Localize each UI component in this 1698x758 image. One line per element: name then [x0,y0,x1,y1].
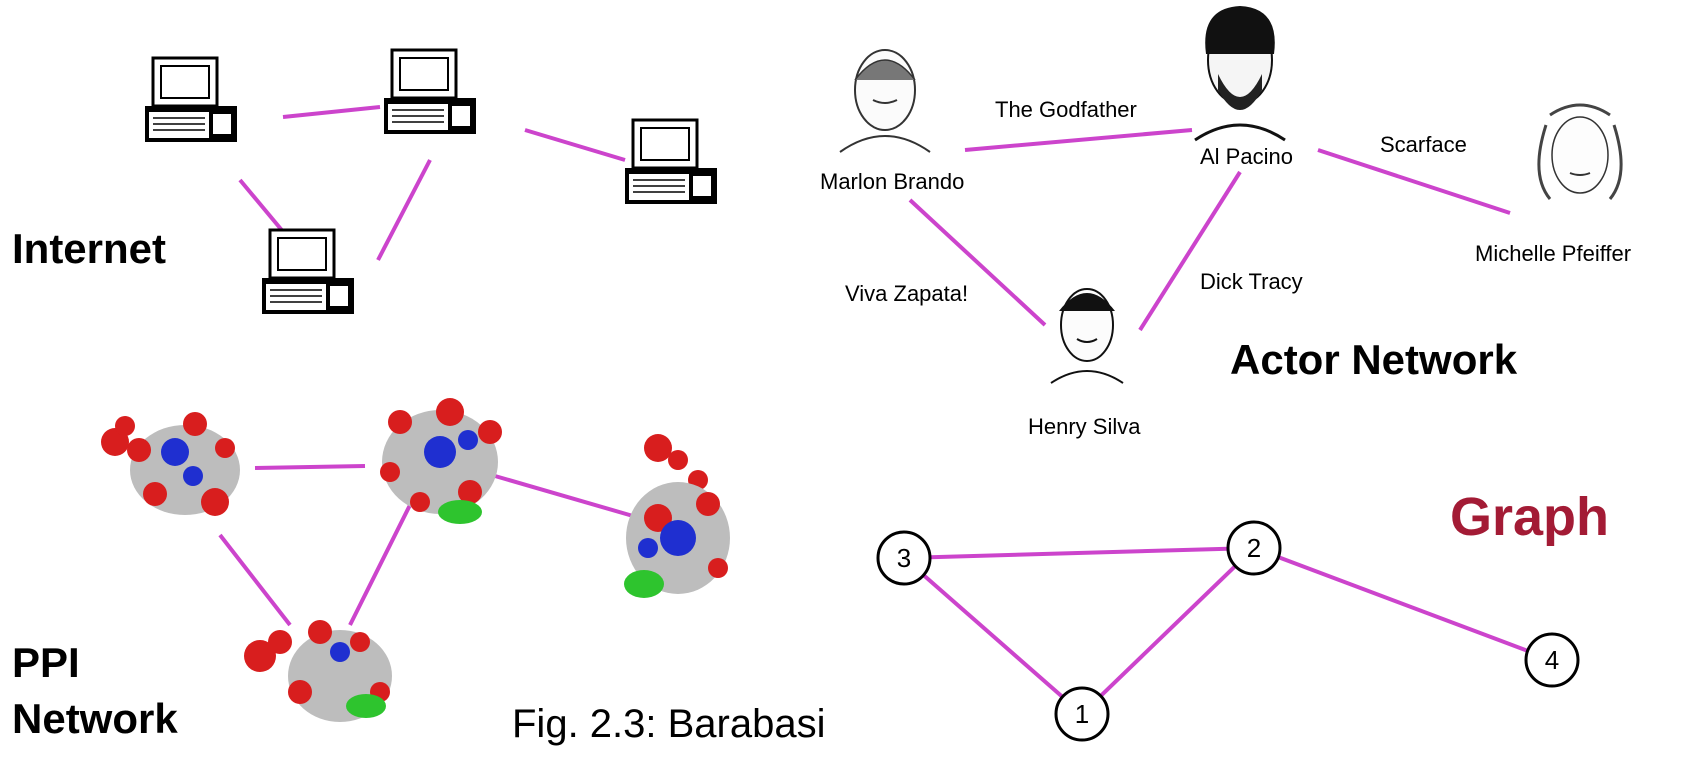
internet-edge [376,159,432,261]
internet-edge [282,105,381,119]
film-label: Dick Tracy [1200,269,1303,294]
computer-icon [384,48,476,134]
ppi-label-line2: Network [12,695,178,742]
computer-icon [625,118,717,204]
film-label: The Godfather [995,97,1137,122]
protein-icon [101,412,240,516]
computer-icon [262,228,354,314]
graph-node: 3 [876,530,932,586]
actor-name: Henry Silva [1028,414,1141,439]
film-label: Viva Zapata! [845,281,969,306]
actor-name: Al Pacino [1200,144,1293,169]
figure-caption: Fig. 2.3: Barabasi [512,702,826,746]
graph-edges [922,546,1529,699]
graph-node: 2 [1226,520,1282,576]
actor-edge [1317,148,1511,215]
protein-icon [624,434,730,598]
portrait-icon [1537,103,1623,200]
graph-nodes: 1 2 3 4 [876,520,1580,742]
ppi-edge [348,504,412,626]
actor-network-label: Actor Network [1230,336,1518,383]
graph-edge [1099,564,1237,698]
portrait-icon [1194,6,1286,142]
graph-edge [922,573,1064,699]
internet-edges [238,105,626,261]
protein-icon [380,398,502,524]
graph-edge [929,546,1229,560]
ppi-edge [254,464,366,470]
graph-node-label: 4 [1545,645,1559,675]
protein-icon [244,620,392,722]
computer-icon [145,56,237,142]
graph-node: 4 [1524,632,1580,688]
ppi-edges [218,464,634,627]
graph-node-label: 1 [1075,699,1089,729]
graph-node: 1 [1054,686,1110,742]
portrait-icon [1050,288,1124,384]
ppi-label-line1: PPI [12,639,80,686]
actor-name: Michelle Pfeiffer [1475,241,1632,266]
graph-node-circle [1054,686,1110,742]
graph-node-circle [1524,632,1580,688]
ppi-edge [218,533,292,627]
ppi-edge [494,474,634,518]
actor-edge [964,128,1193,152]
actor-name: Marlon Brando [820,169,965,194]
graph-node-circle [1226,520,1282,576]
internet-edge [524,128,626,162]
actor-edge [908,198,1047,327]
graph-panel: 1 2 3 4 [876,520,1580,742]
internet-panel [145,48,717,314]
internet-label: Internet [12,225,167,272]
graph-node-label: 2 [1247,533,1261,563]
graph-edge [1277,555,1529,653]
graph-node-circle [876,530,932,586]
graph-title: Graph [1450,487,1610,547]
actor-edges [908,128,1511,332]
ppi-panel [101,398,730,722]
actor-edge [1138,170,1242,332]
film-label: Scarface [1380,132,1467,157]
actor-panel [839,6,1623,384]
portrait-icon [839,49,931,153]
graph-node-label: 3 [897,543,911,573]
